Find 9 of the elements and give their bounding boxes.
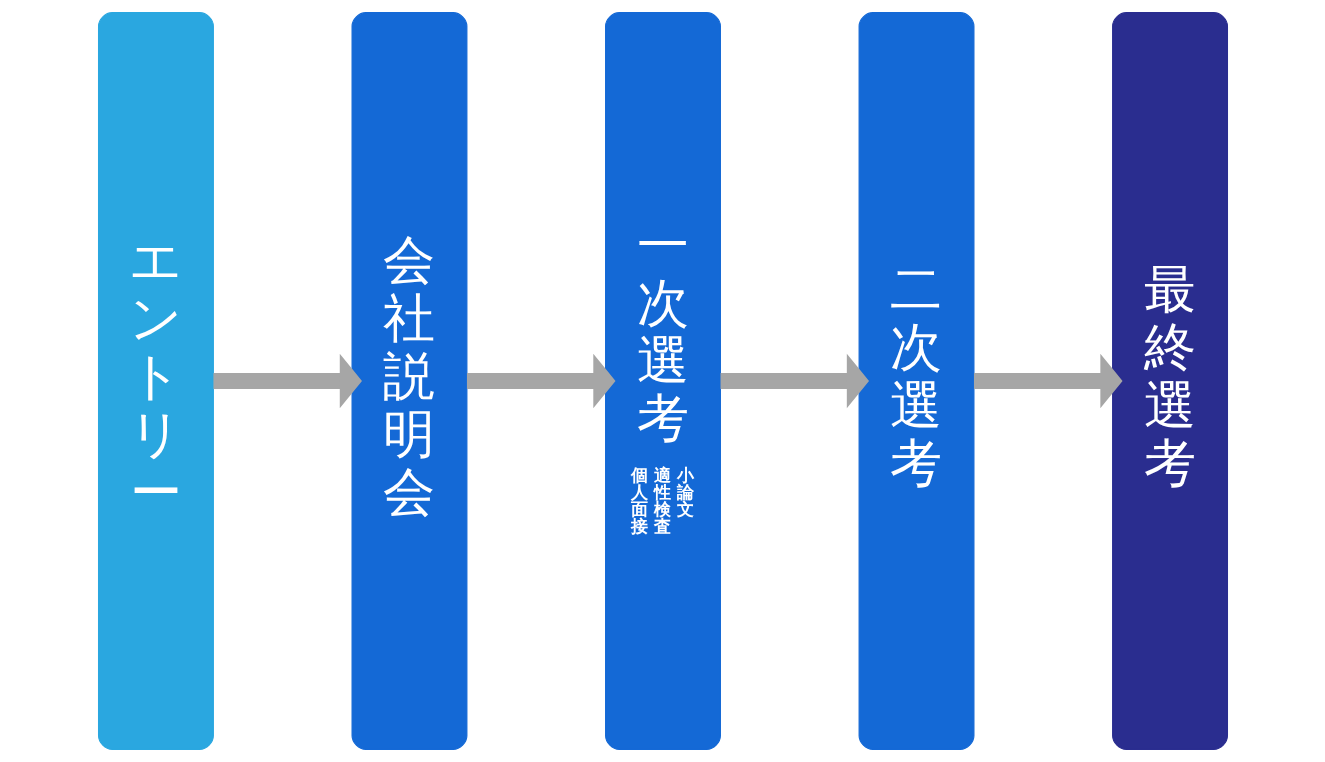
node-box: エントリー [97, 12, 214, 750]
arrow [973, 353, 1123, 409]
node-box: 二次選考 [858, 12, 974, 750]
node-box: 会社説明会 [351, 12, 467, 750]
arrow [466, 353, 615, 409]
node-box: 一次選考 個人面接 適性検査 小論文 [604, 12, 721, 750]
node-box: 最終選考 [1111, 12, 1228, 750]
arrow [213, 353, 362, 409]
arrow [720, 353, 869, 409]
